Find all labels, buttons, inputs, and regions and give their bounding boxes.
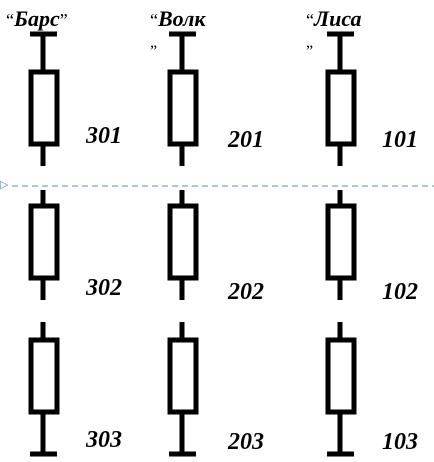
resistor-label-202: 202 bbox=[228, 279, 264, 305]
resistor-301 bbox=[28, 69, 60, 147]
resistor-label-303: 303 bbox=[86, 427, 122, 453]
resistor-102 bbox=[325, 203, 357, 281]
column-title-lisa: “Лиса bbox=[306, 8, 362, 31]
resistor-label-103: 103 bbox=[382, 429, 418, 455]
column-title-bars: “Барс” bbox=[6, 8, 68, 31]
resistor-303 bbox=[28, 337, 60, 415]
resistor-202 bbox=[167, 203, 199, 281]
close-quote: ” bbox=[59, 10, 68, 30]
resistor-302 bbox=[28, 203, 60, 281]
resistor-label-201: 201 bbox=[228, 127, 264, 153]
column-volk bbox=[167, 31, 199, 457]
resistor-label-101: 101 bbox=[382, 127, 418, 153]
open-quote: “ bbox=[6, 10, 14, 30]
resistor-201 bbox=[167, 69, 199, 147]
column-name: Лиса bbox=[314, 6, 362, 31]
open-quote: “ bbox=[306, 10, 314, 30]
triangle-right-icon: ▷ bbox=[0, 179, 9, 191]
close-quote: ” bbox=[306, 43, 314, 60]
resistor-label-102: 102 bbox=[382, 279, 418, 305]
open-quote: “ bbox=[150, 10, 158, 30]
resistor-label-302: 302 bbox=[86, 275, 122, 301]
column-title-volk: “Волк bbox=[150, 8, 206, 31]
resistor-label-301: 301 bbox=[86, 123, 122, 149]
column-lisa bbox=[325, 31, 357, 457]
column-bars bbox=[28, 31, 60, 457]
column-name: Барс bbox=[14, 6, 60, 31]
close-quote: ” bbox=[150, 43, 158, 60]
resistor-203 bbox=[167, 337, 199, 415]
resistor-101 bbox=[325, 69, 357, 147]
column-name: Волк bbox=[158, 6, 206, 31]
resistor-label-203: 203 bbox=[228, 429, 264, 455]
resistor-103 bbox=[325, 337, 357, 415]
